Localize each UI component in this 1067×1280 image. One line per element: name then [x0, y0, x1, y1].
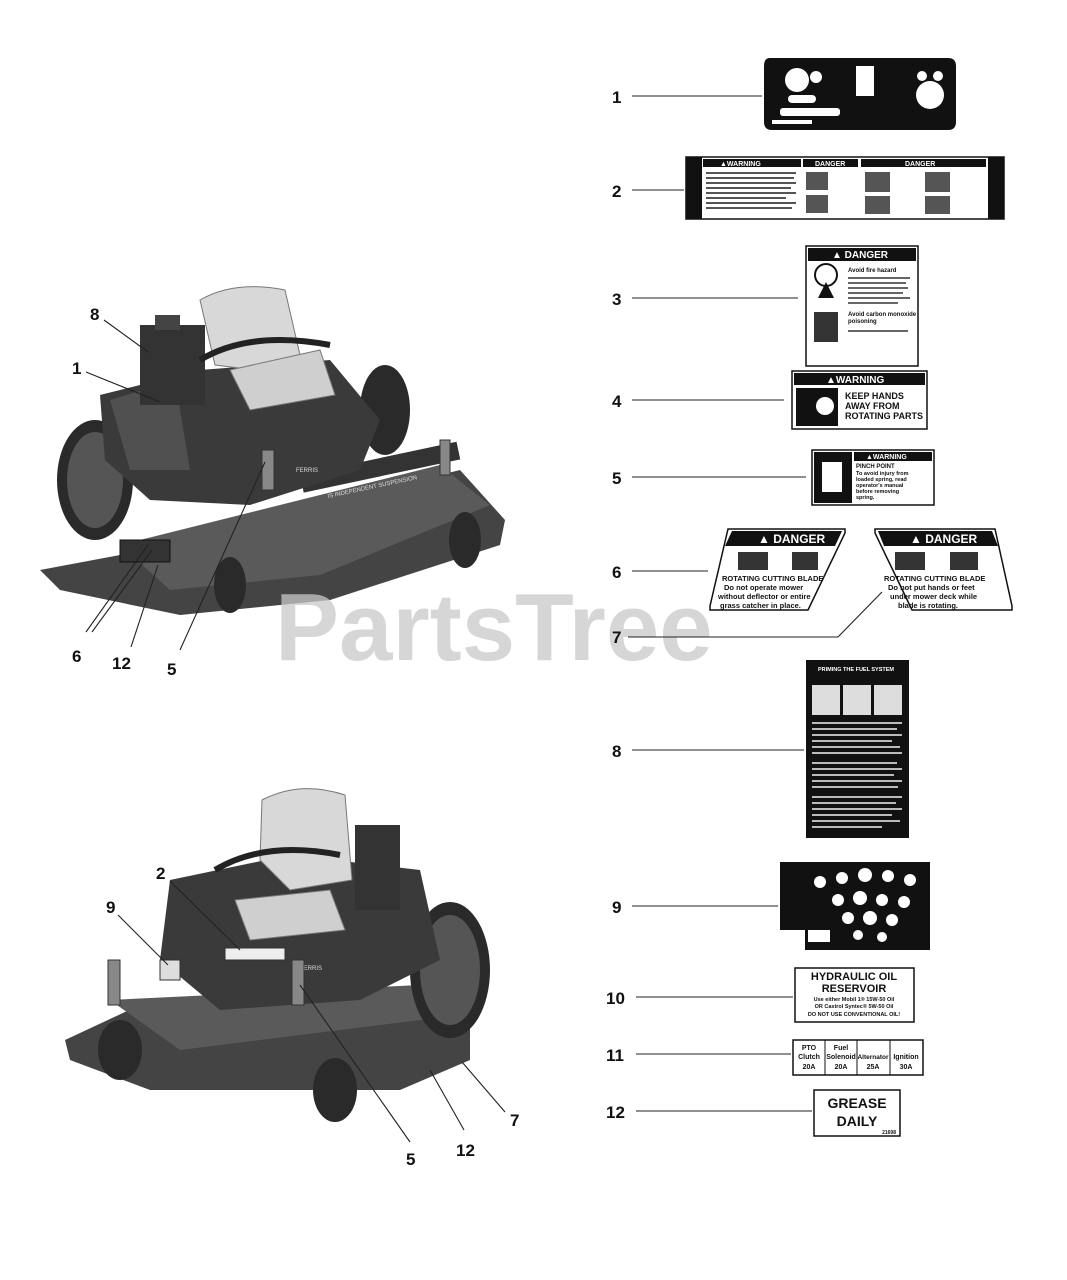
svg-text:DO NOT USE CONVENTIONAL OIL!: DO NOT USE CONVENTIONAL OIL! — [808, 1012, 900, 1018]
svg-text:HYDRAULIC OIL: HYDRAULIC OIL — [811, 971, 897, 983]
decal-2-warning-strip: ▲WARNING DANGER DANGER — [685, 156, 1005, 220]
svg-text:To avoid injury from: To avoid injury from — [856, 471, 909, 477]
svg-text:▲WARNING: ▲WARNING — [720, 161, 761, 168]
mower-callout-9: 9 — [106, 898, 115, 917]
callout-7: 7 — [612, 628, 621, 647]
svg-text:21698: 21698 — [882, 1130, 896, 1136]
mower-callout-2: 2 — [156, 864, 165, 883]
callout-2: 2 — [612, 182, 621, 201]
mower-leader-lines — [85, 319, 506, 1143]
svg-text:20A: 20A — [835, 1064, 848, 1071]
svg-text:Fuel: Fuel — [834, 1045, 848, 1052]
mower-callout-12b: 12 — [456, 1141, 475, 1160]
callout-4: 4 — [612, 392, 622, 411]
svg-text:▲ DANGER: ▲ DANGER — [910, 532, 978, 546]
mower-callout-5b: 5 — [406, 1150, 415, 1169]
svg-text:▲ DANGER: ▲ DANGER — [758, 532, 826, 546]
svg-text:Do not operate mower: Do not operate mower — [724, 583, 803, 592]
svg-text:OR Castrol Syntec® 5W-50 Oil: OR Castrol Syntec® 5W-50 Oil — [815, 1003, 894, 1010]
svg-text:GREASE: GREASE — [827, 1095, 886, 1111]
mower-bottom-view: FERRIS — [65, 788, 490, 1122]
decal-8-fuel-priming: PRIMING THE FUEL SYSTEM — [806, 660, 909, 838]
callout-1: 1 — [612, 88, 621, 107]
decal-callouts: 1 2 3 4 5 6 7 8 9 10 11 12 — [606, 88, 625, 1122]
svg-text:loaded spring, read: loaded spring, read — [856, 477, 907, 483]
svg-text:Use either Mobil 1® 15W-50 Oil: Use either Mobil 1® 15W-50 Oil — [814, 996, 895, 1003]
svg-text:30A: 30A — [900, 1064, 913, 1071]
svg-text:Avoid carbon monoxide: Avoid carbon monoxide — [848, 312, 917, 318]
svg-text:Solenoid: Solenoid — [826, 1054, 856, 1061]
mower-callout-12a: 12 — [112, 654, 131, 673]
mower-callout-6: 6 — [72, 647, 81, 666]
svg-text:▲ DANGER: ▲ DANGER — [832, 250, 889, 261]
watermark: PartsTree — [275, 574, 713, 681]
svg-text:20A: 20A — [803, 1064, 816, 1071]
mower-callout-7: 7 — [510, 1111, 519, 1130]
brand-badge-bottom: FERRIS — [300, 966, 322, 972]
svg-text:ROTATING PARTS: ROTATING PARTS — [845, 411, 923, 421]
decal-10-hydraulic-oil: HYDRAULIC OIL RESERVOIR Use either Mobil… — [794, 967, 915, 1023]
callout-5: 5 — [612, 469, 621, 488]
svg-text:operator's manual: operator's manual — [856, 483, 904, 489]
callout-8: 8 — [612, 742, 621, 761]
svg-text:ROTATING CUTTING BLADE: ROTATING CUTTING BLADE — [884, 574, 985, 583]
decal-12-grease-daily: GREASE DAILY 21698 — [813, 1089, 901, 1137]
mower-callout-1: 1 — [72, 359, 81, 378]
svg-text:grass catcher in place.: grass catcher in place. — [720, 601, 801, 610]
decal-leader-lines — [628, 95, 883, 1112]
svg-text:ROTATING CUTTING BLADE: ROTATING CUTTING BLADE — [722, 574, 823, 583]
brand-badge: FERRIS — [296, 468, 318, 474]
decal-3-danger-fire: ▲ DANGER Avoid fire hazard Avoid carbon … — [805, 245, 919, 367]
svg-text:PINCH POINT: PINCH POINT — [856, 464, 895, 470]
svg-text:DAILY: DAILY — [837, 1113, 878, 1129]
svg-text:Clutch: Clutch — [798, 1054, 820, 1061]
svg-text:Do not put hands or feet: Do not put hands or feet — [888, 583, 975, 592]
svg-text:KEEP HANDS: KEEP HANDS — [845, 391, 904, 401]
decal-1-control-panel — [764, 58, 956, 130]
svg-text:DANGER: DANGER — [815, 161, 845, 168]
svg-text:spring.: spring. — [856, 495, 875, 501]
svg-text:without deflector or entire: without deflector or entire — [717, 592, 811, 601]
svg-text:25A: 25A — [867, 1064, 880, 1071]
svg-text:Avoid fire hazard: Avoid fire hazard — [848, 268, 897, 274]
decal-6-danger-blade: ▲ DANGER ROTATING CUTTING BLADE Do not o… — [709, 528, 846, 611]
svg-text:AWAY FROM: AWAY FROM — [845, 401, 900, 411]
callout-6: 6 — [612, 563, 621, 582]
svg-text:▲WARNING: ▲WARNING — [866, 454, 907, 461]
mower-callout-8: 8 — [90, 305, 99, 324]
callout-10: 10 — [606, 989, 625, 1008]
callout-11: 11 — [606, 1046, 624, 1065]
svg-text:poisoning: poisoning — [848, 319, 877, 325]
svg-text:RESERVOIR: RESERVOIR — [822, 983, 887, 995]
svg-text:PRIMING THE FUEL SYSTEM: PRIMING THE FUEL SYSTEM — [818, 667, 894, 673]
decal-4-warning-hands: ▲WARNING KEEP HANDS AWAY FROM ROTATING P… — [791, 370, 928, 430]
callout-3: 3 — [612, 290, 621, 309]
svg-text:Ignition: Ignition — [893, 1054, 918, 1061]
callout-12: 12 — [606, 1103, 625, 1122]
decal-9-hole-template — [780, 862, 930, 950]
svg-text:before removing: before removing — [856, 489, 899, 495]
svg-text:blade is rotating.: blade is rotating. — [898, 601, 958, 610]
callout-9: 9 — [612, 898, 621, 917]
decal-7-danger-blade: ▲ DANGER ROTATING CUTTING BLADE Do not p… — [874, 528, 1013, 611]
mower-top-view: IS INDEPENDENT SUSPENSION FERRIS — [40, 286, 505, 615]
svg-text:▲WARNING: ▲WARNING — [826, 375, 884, 386]
mower-callout-5a: 5 — [167, 660, 176, 679]
decal-11-fuse-chart: PTO Clutch 20A Fuel Solenoid 20A Alterna… — [792, 1039, 924, 1076]
svg-text:under mower deck while: under mower deck while — [890, 592, 977, 601]
mower-callouts: 8 1 6 12 5 2 9 5 12 7 — [72, 305, 519, 1169]
svg-text:Alternator: Alternator — [857, 1054, 889, 1061]
decal-5-pinch-point: ▲WARNING PINCH POINT To avoid injury fro… — [811, 449, 935, 506]
svg-text:DANGER: DANGER — [905, 161, 935, 168]
svg-text:PTO: PTO — [802, 1045, 817, 1052]
